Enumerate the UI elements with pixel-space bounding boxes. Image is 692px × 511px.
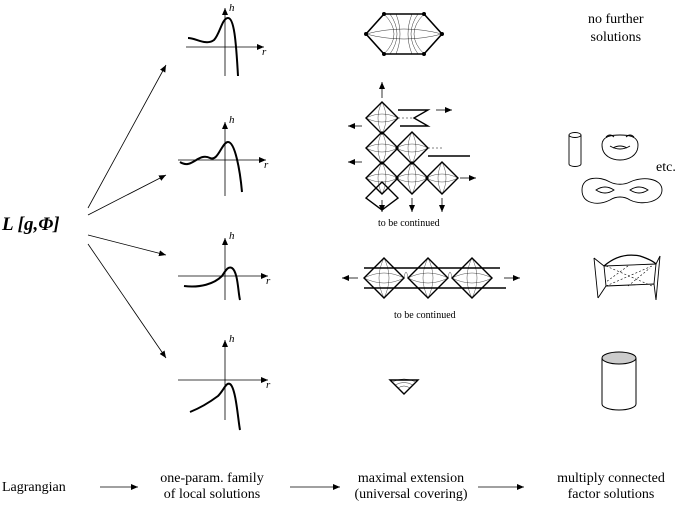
arrow-to-row4 — [87, 243, 167, 359]
no-further-solutions-label: no further solutions — [588, 12, 644, 46]
flow-step-local-solutions: one-param. family of local solutions — [150, 471, 274, 503]
small-cylinder-icon — [568, 132, 582, 167]
no-further-line2: solutions — [590, 30, 642, 45]
axis-label-r-row3: r — [266, 275, 271, 287]
flow-step-local-solutions-line2: of local solutions — [163, 487, 261, 502]
graph-row2 — [178, 122, 266, 196]
graph-row4 — [178, 340, 268, 431]
twisted-band-icon — [593, 254, 661, 301]
graph-row1 — [186, 8, 264, 77]
caption-to-be-continued-row2: to be continued — [378, 218, 440, 229]
flow-step-maximal-extension-line1: maximal extension — [357, 471, 465, 486]
double-torus-icon — [581, 177, 663, 204]
flow-step-maximal-extension-line2: (universal covering) — [354, 487, 468, 502]
no-further-line1: no further — [588, 12, 644, 27]
lagrangian-arrows — [87, 64, 167, 359]
flow-step-local-solutions-line1: one-param. family — [160, 471, 264, 486]
axis-label-r-row2: r — [264, 159, 269, 171]
axis-label-h-row2: h — [229, 114, 235, 126]
tiling-strip — [342, 257, 520, 299]
axis-label-h-row4: h — [229, 333, 235, 345]
axis-label-h-row1: h — [229, 2, 235, 14]
caption-to-be-continued-row3: to be continued — [394, 310, 456, 321]
axis-label-h-row3: h — [229, 230, 235, 242]
flow-step-lagrangian: Lagrangian — [2, 480, 66, 495]
flow-step-factor-solutions-line2: factor solutions — [567, 487, 655, 502]
axis-label-r-row4: r — [266, 379, 271, 391]
torus-icon — [601, 134, 639, 161]
arrow-to-row3 — [87, 234, 167, 257]
flow-step-maximal-extension: maximal extension (universal covering) — [346, 471, 476, 503]
flow-step-factor-solutions: multiply connected factor solutions — [536, 471, 686, 503]
arrow-to-row1 — [87, 64, 167, 209]
triangle-solution — [388, 378, 420, 395]
hexagon-solution — [364, 12, 444, 56]
etc-label: etc. — [656, 160, 676, 175]
tiling-2d — [348, 82, 476, 212]
cylinder-icon — [601, 351, 637, 411]
graph-row3 — [178, 238, 268, 301]
axis-label-r-row1: r — [262, 46, 267, 58]
arrow-to-row2 — [87, 174, 167, 216]
flow-step-factor-solutions-line1: multiply connected — [557, 471, 665, 486]
lagrangian-symbol: L [g,Φ] — [2, 214, 60, 235]
